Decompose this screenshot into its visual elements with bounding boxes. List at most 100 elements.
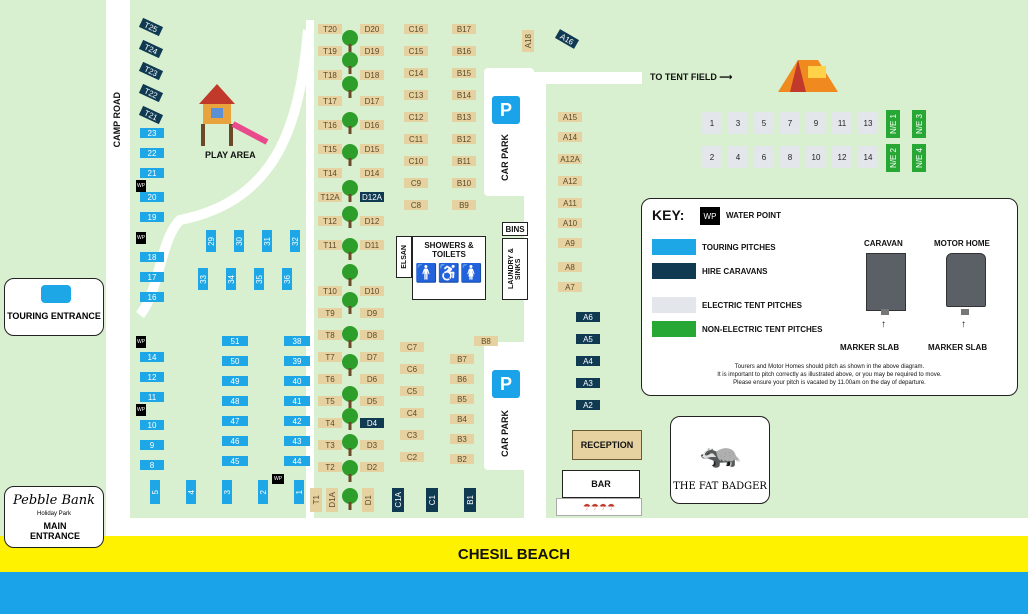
pitch-left_col_top-5: 18 (140, 252, 164, 262)
pitch-A_col-2: A12A (558, 154, 582, 164)
pitch-mid_vert-1: 30 (234, 230, 244, 252)
laundry-box: LAUNDRY & SINKS (502, 238, 528, 300)
tree-icon (342, 408, 358, 430)
key-notes: Tourers and Motor Homes should pitch as … (642, 363, 1017, 387)
pitch-C_low-0: C7 (400, 342, 424, 352)
elsan-box: ELSAN (396, 236, 412, 278)
caravan-arrow: ↑ (881, 319, 886, 330)
pitch-C_low-2: C5 (400, 386, 424, 396)
pitch-left_col_bottom-2: 11 (140, 392, 164, 402)
tree-icon (342, 30, 358, 52)
pitch-D_col-6: D14 (360, 168, 384, 178)
tree-icon (342, 386, 358, 408)
pitch-B_col-4: B13 (452, 112, 476, 122)
key-marker-2: MARKER SLAB (928, 343, 988, 352)
tree-icon (342, 112, 358, 134)
tree-icon (342, 206, 358, 228)
to-tent-field-label: TO TENT FIELD ⟶ (650, 72, 733, 82)
key-nonelectric-label: NON-ELECTRIC TENT PITCHES (702, 325, 823, 334)
pitch-elec_bottom-4: 10 (806, 146, 826, 168)
pitch-B_low-3: B5 (450, 394, 474, 404)
main-entrance-box: Pebble Bank Holiday Park MAIN ENTRANCE (4, 486, 104, 548)
pitch-B_col-0: B17 (452, 24, 476, 34)
pitch-A_hire-0: A6 (576, 312, 600, 322)
pitch-T_col-3: T17 (318, 96, 342, 106)
key-marker-1: MARKER SLAB (840, 343, 900, 352)
tree-icon (342, 488, 358, 510)
pitch-T_col-11: T9 (318, 308, 342, 318)
badger-logo-icon: 🦡 (699, 432, 743, 470)
sea (0, 572, 1028, 614)
pitch-grid_a-2: 49 (222, 376, 248, 386)
pitch-mid_vert-2: 31 (262, 230, 272, 252)
tree-icon (342, 238, 358, 260)
pitch-B_low-0: B8 (474, 336, 498, 346)
fat-badger-label: THE FAT BADGER (673, 481, 767, 492)
beach-label: CHESIL BEACH (457, 545, 571, 563)
pitch-T_col-6: T14 (318, 168, 342, 178)
pitch-bottom_vert-1: D1A (326, 488, 338, 512)
pitch-D_col-0: D20 (360, 24, 384, 34)
pitch-row_low-3: 2 (258, 480, 268, 504)
camp-road (106, 0, 130, 536)
pitch-C_col-6: C10 (404, 156, 428, 166)
pitch-left_col_top-4: 19 (140, 212, 164, 222)
play-area-label: PLAY AREA (205, 150, 256, 160)
pitch-elec_top-3: 7 (780, 112, 800, 134)
water-point-4: WP (136, 404, 146, 416)
pitch-B_col-8: B9 (452, 200, 476, 210)
pitch-mid_vert-3: 32 (290, 230, 300, 252)
pitch-D_col-16: D4 (360, 418, 384, 428)
key-box: KEY: WP WATER POINT TOURING PITCHES HIRE… (641, 198, 1018, 396)
pitch-left_col_top-2: 21 (140, 168, 164, 178)
pitch-elec_top-5: 11 (832, 112, 852, 134)
pitch-grid_b-2: 40 (284, 376, 310, 386)
pitch-A_col-6: A9 (558, 238, 582, 248)
pitch-T_col-17: T3 (318, 440, 342, 450)
pitch-left_col_top-1: 22 (140, 148, 164, 158)
key-note-1: Tourers and Motor Homes should pitch as … (734, 364, 925, 370)
key-water-point: WATER POINT (726, 211, 781, 220)
motorhome-arrow: ↑ (961, 319, 966, 330)
pitch-C_low-4: C3 (400, 430, 424, 440)
bar-tables: ☂☂☂☂ (556, 498, 642, 516)
pitch-grid_b-6: 44 (284, 456, 310, 466)
key-title: KEY: (652, 207, 685, 223)
brand-sub: Holiday Park (36, 511, 71, 517)
pitch-A_col-4: A11 (558, 198, 582, 208)
pitch-T_col-16: T4 (318, 418, 342, 428)
pitch-T_col-8: T12 (318, 216, 342, 226)
pitch-grid_b-5: 43 (284, 436, 310, 446)
key-note-2: It is important to pitch correctly as il… (717, 372, 942, 378)
pitch-bottom_vert-2: D1 (362, 488, 374, 512)
pitch-elec_top-0: 1 (702, 112, 722, 134)
pitch-elec_bottom-3: 8 (780, 146, 800, 168)
pitch-T_col-0: T20 (318, 24, 342, 34)
pitch-B_col-1: B16 (452, 46, 476, 56)
pitch-T_col-13: T7 (318, 352, 342, 362)
pitch-elec_bottom-1: 4 (728, 146, 748, 168)
pitch-left_col_top-3: 20 (140, 192, 164, 202)
pitch-mid_vert2-1: 34 (226, 268, 236, 290)
pitch-grid_b-4: 42 (284, 416, 310, 426)
pitch-left_col_top-6: 17 (140, 272, 164, 282)
key-caravan-label: CARAVAN (864, 239, 903, 248)
key-touring-label: TOURING PITCHES (702, 243, 776, 252)
pitch-row_low-0: 5 (150, 480, 160, 504)
pitch-bottom_vert-3: C1A (392, 488, 404, 512)
pitch-B_col-2: B15 (452, 68, 476, 78)
pitch-T_col-9: T11 (318, 240, 342, 250)
water-point-3: WP (136, 336, 146, 348)
pitch-T_col-15: T5 (318, 396, 342, 406)
pitch-grid_a-6: 45 (222, 456, 248, 466)
caravan-icon (41, 285, 71, 303)
pitch-B_low-6: B2 (450, 454, 474, 464)
bins-box: BINS (502, 222, 528, 236)
brand-name: Pebble Bank (12, 493, 96, 508)
pitch-D_col-1: D19 (360, 46, 384, 56)
tree-icon (342, 180, 358, 202)
main-entrance-label: MAIN ENTRANCE (29, 521, 80, 541)
pitch-nonelec-2: N/E 2 (886, 144, 900, 172)
pitch-D_col-8: D12 (360, 216, 384, 226)
pitch-C_col-8: C8 (404, 200, 428, 210)
